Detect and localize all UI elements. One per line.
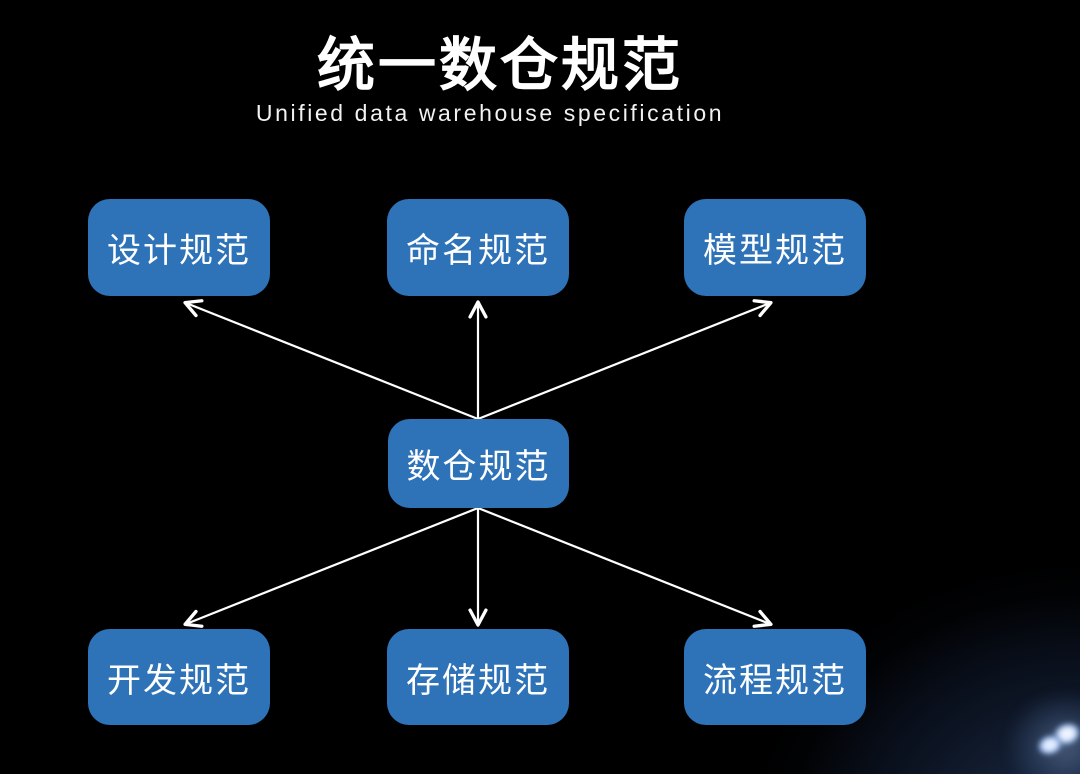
arrow-center-to-design-spec xyxy=(183,299,479,421)
arrow-center-to-dev-spec xyxy=(183,506,479,628)
arrow-center-to-model-spec xyxy=(477,299,773,421)
node-warehouse-spec-label: 数仓规范 xyxy=(406,448,551,486)
node-naming-spec: 命名规范 xyxy=(387,199,569,296)
node-storage-spec-label: 存储规范 xyxy=(406,661,550,700)
node-process-spec-label: 流程规范 xyxy=(703,661,847,700)
node-model-spec-label: 模型规范 xyxy=(703,232,847,270)
node-naming-spec-label: 命名规范 xyxy=(406,232,550,270)
node-model-spec: 模型规范 xyxy=(684,199,866,296)
node-design-spec-label: 设计规范 xyxy=(107,232,251,270)
page-subtitle: Unified data warehouse specification xyxy=(255,100,725,126)
node-design-spec: 设计规范 xyxy=(88,199,270,296)
node-dev-spec-label: 开发规范 xyxy=(107,661,251,700)
node-dev-spec: 开发规范 xyxy=(88,629,270,725)
node-warehouse-spec: 数仓规范 xyxy=(388,419,569,508)
node-process-spec: 流程规范 xyxy=(684,629,866,725)
node-storage-spec: 存储规范 xyxy=(387,629,569,725)
page-title: 统一数仓规范 xyxy=(316,33,684,98)
